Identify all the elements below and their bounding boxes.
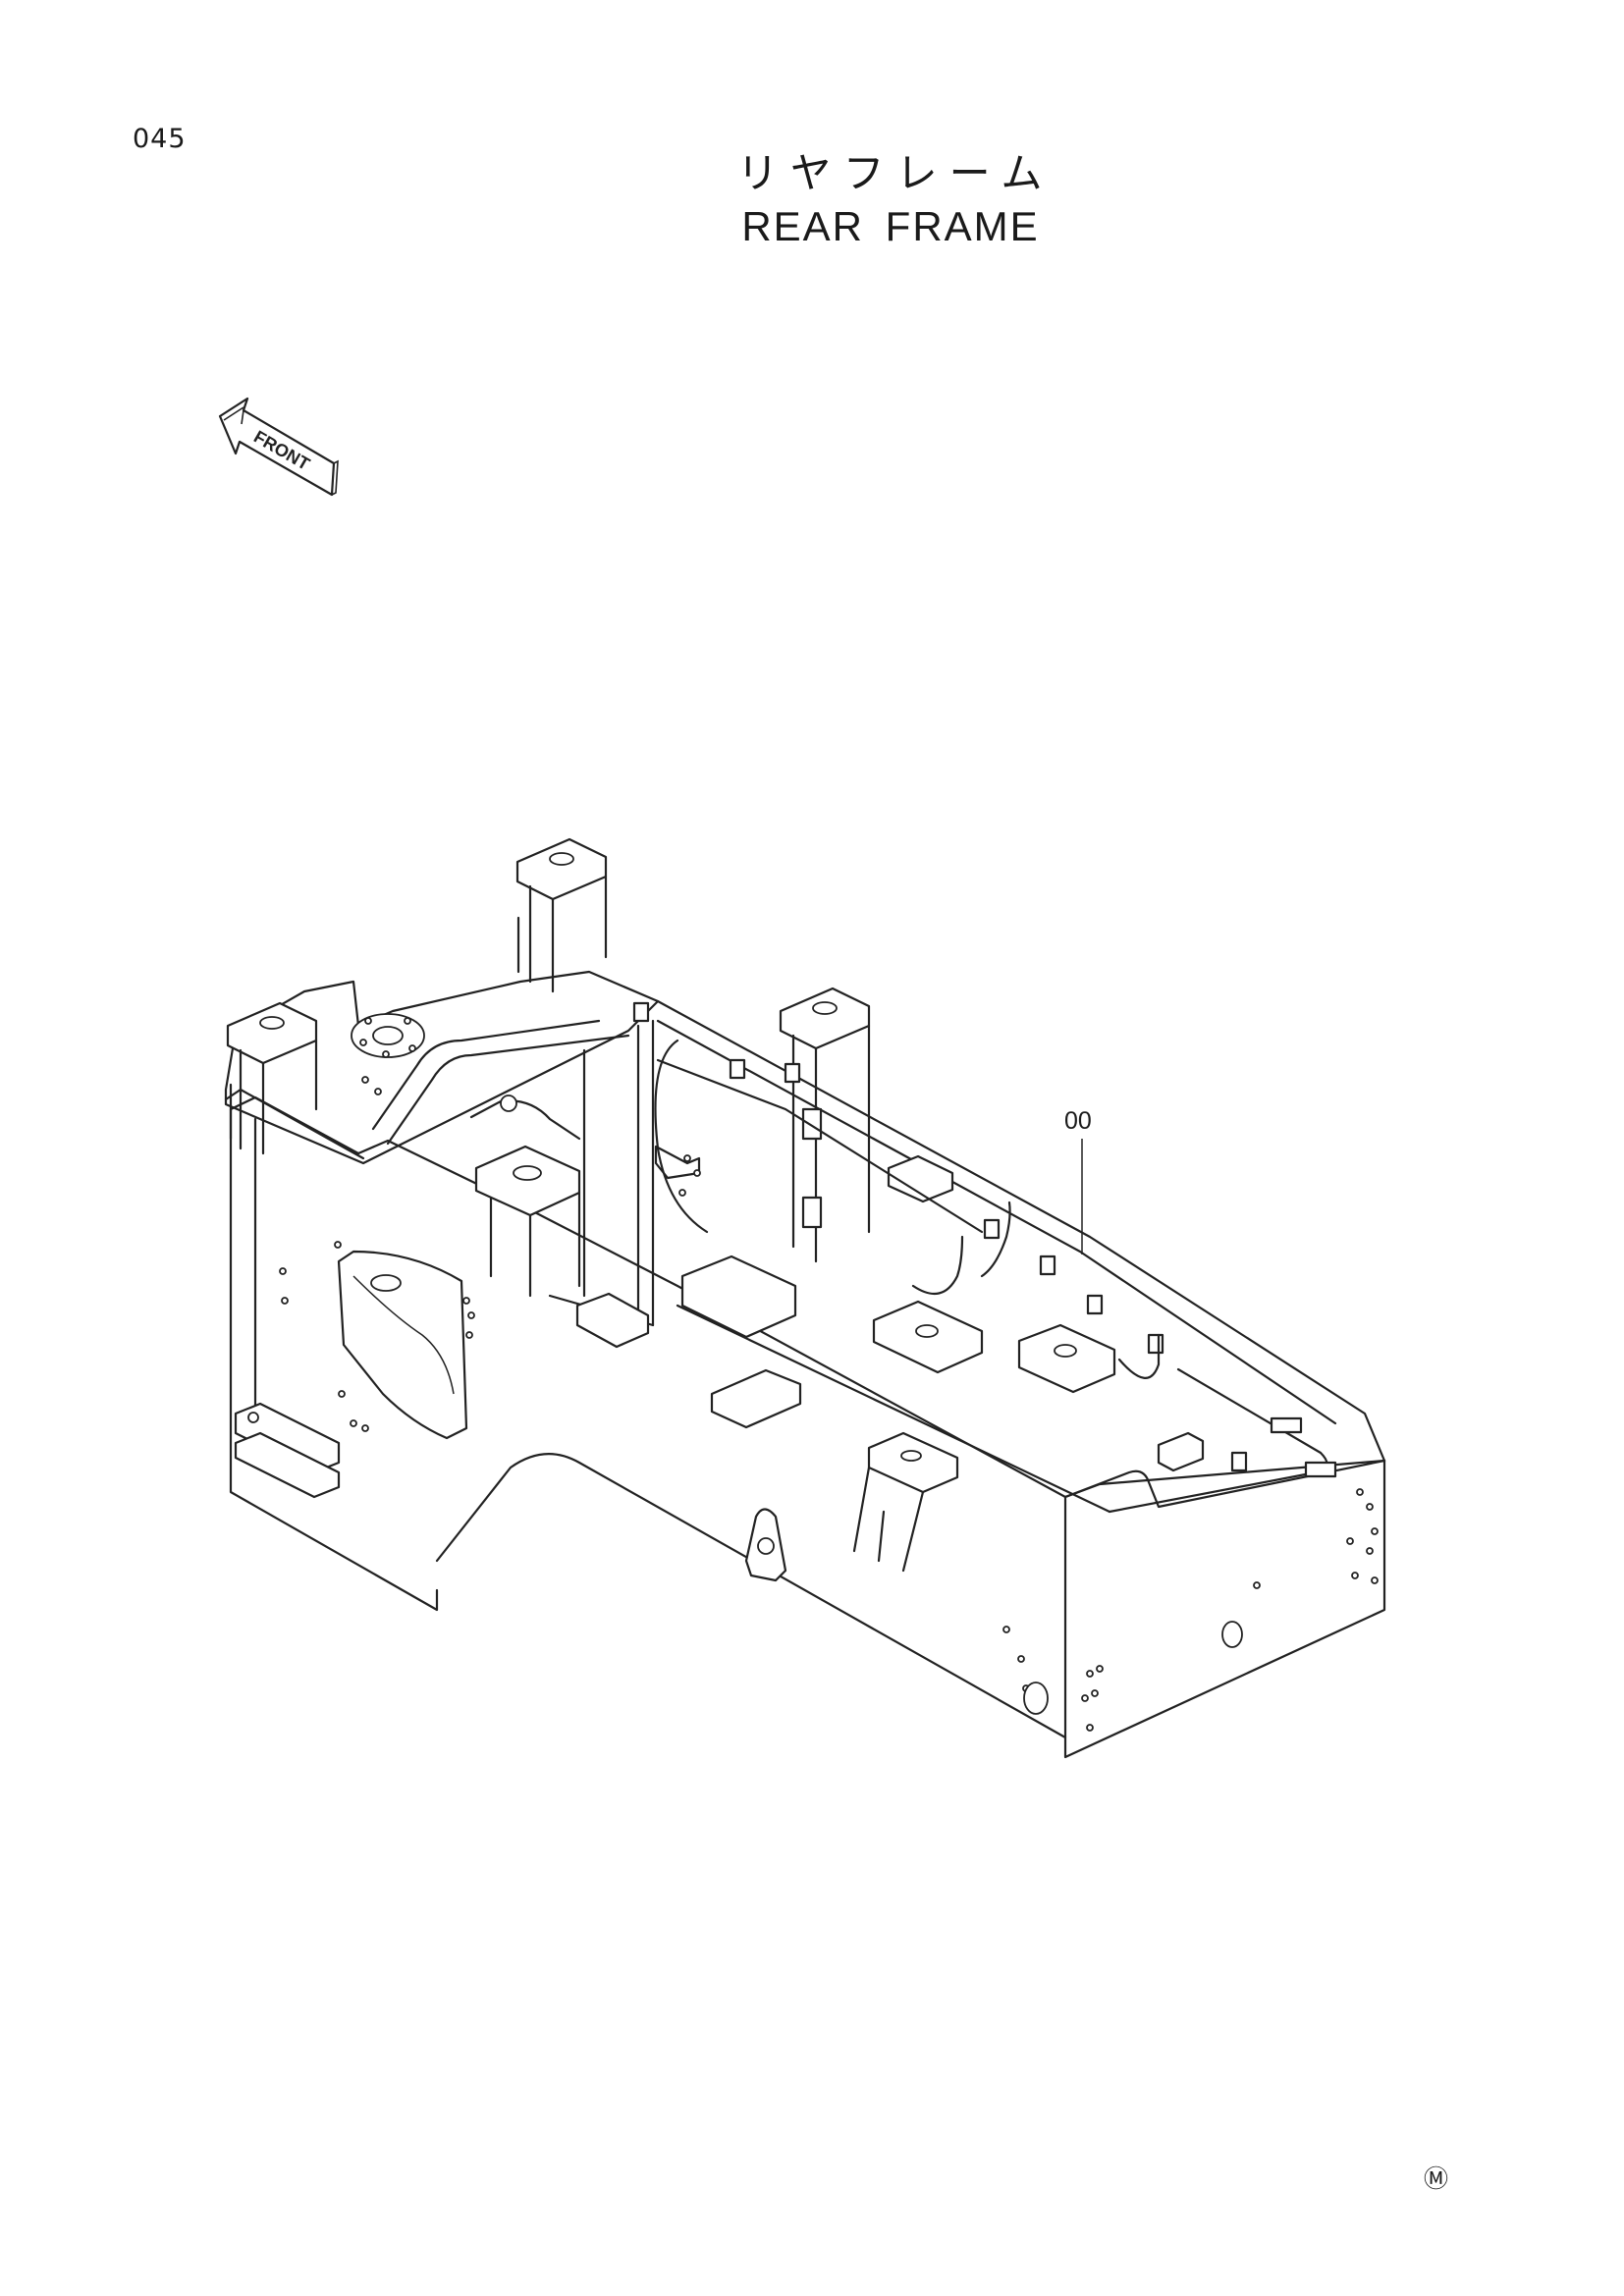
front-arrow-icon: FRONT [218, 397, 339, 497]
front-center-post [515, 837, 608, 993]
mid-post [779, 987, 871, 1263]
side-opening [337, 1250, 468, 1440]
page-number: 045 [133, 124, 187, 154]
clip-brackets [575, 1001, 1337, 1478]
front-gusset-plate [224, 970, 660, 1165]
front-left-post [226, 1001, 318, 1155]
inner-curves [654, 1039, 1161, 1379]
front-lug [234, 1402, 341, 1499]
floor-pads [680, 1255, 1205, 1573]
footer-mark: Ⓜ [1424, 2164, 1449, 2193]
title-block: リヤフレーム REAR FRAME [0, 147, 1624, 253]
page-title-english: REAR FRAME [741, 203, 1040, 249]
side-wall-holes [279, 1154, 1379, 1732]
lifting-eye [744, 1508, 787, 1582]
page-title-japanese: リヤフレーム [736, 149, 1055, 197]
inner-bracket [469, 1095, 581, 1298]
part-callout: 00 [1064, 1107, 1092, 1135]
